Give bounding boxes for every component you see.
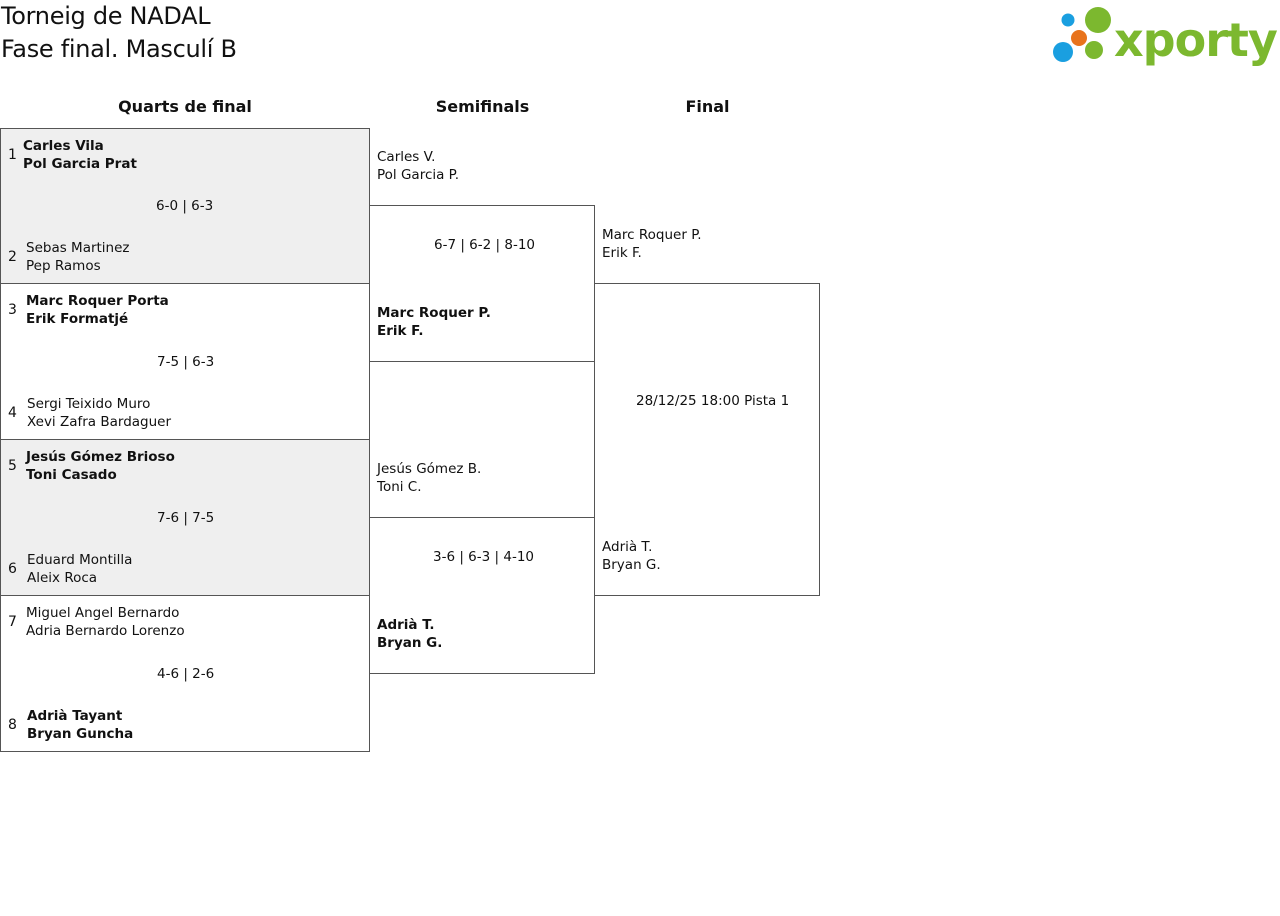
seed-number: 7 — [8, 614, 17, 630]
final-match[interactable]: 28/12/25 18:00 Pista 1 Adrià T. Bryan G. — [594, 283, 820, 596]
semifinal-2-team-top: Jesús Gómez B. Toni C. — [377, 460, 481, 496]
quarterfinal-match-4[interactable]: 7 Miguel Angel Bernardo Adria Bernardo L… — [0, 595, 370, 752]
player-name: Pep Ramos — [26, 258, 101, 274]
player-name: Sebas Martinez — [26, 240, 130, 256]
player-name: Bryan G. — [602, 557, 661, 573]
team-loser: Eduard Montilla Aleix Roca — [27, 551, 132, 587]
team-winner: Marc Roquer P. Erik F. — [377, 304, 491, 340]
match-score: 3-6 | 6-3 | 4-10 — [433, 549, 534, 565]
phase-title: Fase final. Masculí B — [1, 35, 237, 63]
team-winner: Adrià T. Bryan G. — [377, 616, 442, 652]
player-name: Adria Bernardo Lorenzo — [26, 623, 185, 639]
player-name: Eduard Montilla — [27, 552, 133, 568]
player-name: Aleix Roca — [27, 570, 98, 586]
match-score: 6-0 | 6-3 — [156, 198, 214, 214]
quarterfinal-match-2[interactable]: 3 Marc Roquer Porta Erik Formatjé 7-5 | … — [0, 283, 370, 440]
player-name: Jesús Gómez Brioso — [26, 449, 175, 465]
svg-text:xporty: xporty — [1114, 13, 1278, 67]
player-name: Jesús Gómez B. — [377, 461, 482, 477]
seed-number: 4 — [8, 405, 17, 421]
semifinal-match-1[interactable]: 6-7 | 6-2 | 8-10 Marc Roquer P. Erik F. — [369, 205, 595, 362]
team-winner: Marc Roquer Porta Erik Formatjé — [26, 292, 169, 328]
player-name: Xevi Zafra Bardaguer — [27, 414, 172, 430]
player-name: Erik F. — [602, 245, 642, 261]
team-winner: Carles Vila Pol Garcia Prat — [23, 137, 137, 173]
match-schedule: 28/12/25 18:00 Pista 1 — [636, 393, 790, 409]
team-winner: Jesús Gómez Brioso Toni Casado — [26, 448, 175, 484]
player-name: Carles Vila — [23, 138, 104, 154]
seed-number: 3 — [8, 302, 17, 318]
match-score: 4-6 | 2-6 — [157, 666, 215, 682]
quarterfinal-match-1[interactable]: 1 Carles Vila Pol Garcia Prat 6-0 | 6-3 … — [0, 128, 370, 284]
player-name: Toni C. — [377, 479, 422, 495]
player-name: Pol Garcia Prat — [23, 156, 137, 172]
tournament-title: Torneig de NADAL — [1, 2, 211, 30]
player-name: Adrià Tayant — [27, 708, 123, 724]
column-header-final: Final — [685, 97, 730, 116]
player-name: Bryan G. — [377, 635, 443, 651]
semifinal-match-2[interactable]: 3-6 | 6-3 | 4-10 Adrià T. Bryan G. — [369, 517, 595, 674]
player-name: Marc Roquer P. — [602, 227, 702, 243]
player-name: Erik F. — [377, 323, 424, 339]
player-name: Pol Garcia P. — [377, 167, 460, 183]
match-score: 7-6 | 7-5 — [157, 510, 215, 526]
xporty-logo: xporty — [1053, 7, 1278, 67]
seed-number: 6 — [8, 561, 17, 577]
column-header-semifinals: Semifinals — [435, 97, 530, 116]
player-name: Toni Casado — [26, 467, 117, 483]
player-name: Adrià T. — [377, 617, 435, 633]
player-name: Bryan Guncha — [27, 726, 134, 742]
player-name: Marc Roquer Porta — [26, 293, 169, 309]
team-loser: Miguel Angel Bernardo Adria Bernardo Lor… — [26, 604, 185, 640]
seed-number: 2 — [8, 249, 17, 265]
seed-number: 5 — [8, 458, 17, 474]
player-name: Erik Formatjé — [26, 311, 129, 327]
player-name: Adrià T. — [602, 539, 653, 555]
final-team-bottom: Adrià T. Bryan G. — [602, 538, 661, 574]
seed-number: 8 — [8, 717, 17, 733]
match-score: 6-7 | 6-2 | 8-10 — [434, 237, 535, 253]
quarterfinal-match-3[interactable]: 5 Jesús Gómez Brioso Toni Casado 7-6 | 7… — [0, 439, 370, 596]
final-team-top: Marc Roquer P. Erik F. — [602, 226, 702, 262]
seed-number: 1 — [8, 147, 17, 163]
player-name: Miguel Angel Bernardo — [26, 605, 180, 621]
match-score: 7-5 | 6-3 — [157, 354, 215, 370]
player-name: Sergi Teixido Muro — [27, 396, 151, 412]
column-header-quarterfinals: Quarts de final — [118, 97, 252, 116]
team-loser: Sebas Martinez Pep Ramos — [26, 239, 130, 275]
team-winner: Adrià Tayant Bryan Guncha — [27, 707, 133, 743]
player-name: Marc Roquer P. — [377, 305, 491, 321]
semifinal-1-team-top: Carles V. Pol Garcia P. — [377, 148, 459, 184]
player-name: Carles V. — [377, 149, 436, 165]
team-loser: Sergi Teixido Muro Xevi Zafra Bardaguer — [27, 395, 171, 431]
